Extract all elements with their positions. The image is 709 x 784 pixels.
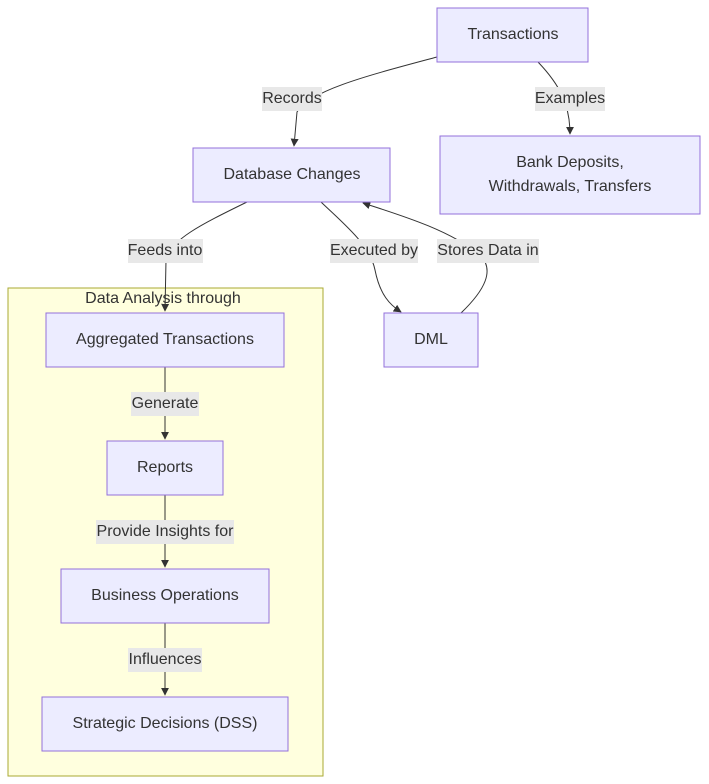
label-feeds-into: Feeds into (128, 239, 203, 263)
label-records: Records (262, 87, 322, 111)
svg-text:Executed by: Executed by (330, 242, 418, 259)
label-executed-by: Executed by (330, 239, 418, 263)
node-strategic-decisions[interactable]: Strategic Decisions (DSS) (41, 696, 289, 752)
node-label: Transactions (468, 26, 559, 43)
node-label: Aggregated Transactions (76, 331, 254, 348)
label-influences: Influences (128, 648, 202, 672)
svg-text:Examples: Examples (535, 90, 605, 107)
svg-text:Records: Records (262, 90, 322, 107)
label-examples: Examples (535, 87, 605, 111)
node-label: Business Operations (91, 587, 239, 604)
edge-executed-by (320, 201, 402, 313)
node-label: Database Changes (224, 166, 361, 183)
node-transactions[interactable]: Transactions (436, 7, 589, 63)
node-database-changes[interactable]: Database Changes (192, 147, 391, 203)
node-dml[interactable]: DML (383, 312, 479, 368)
nodes: Transactions Database Changes Bank Depos… (41, 7, 701, 752)
node-reports[interactable]: Reports (106, 440, 224, 496)
svg-text:Influences: Influences (129, 651, 202, 668)
label-stores-data-in: Stores Data in (437, 239, 539, 263)
node-label: Strategic Decisions (DSS) (73, 715, 258, 732)
node-label-line2: Withdrawals, Transfers (489, 178, 652, 195)
svg-text:Provide Insights for: Provide Insights for (97, 523, 235, 540)
node-label: DML (414, 331, 448, 348)
node-bank-deposits[interactable]: Bank Deposits, Withdrawals, Transfers (439, 135, 701, 215)
svg-text:Generate: Generate (132, 395, 199, 412)
node-aggregated-transactions[interactable]: Aggregated Transactions (45, 312, 285, 368)
label-generate: Generate (131, 392, 199, 416)
node-label-line1: Bank Deposits, (516, 154, 624, 171)
node-label: Reports (137, 459, 193, 476)
svg-text:Stores Data in: Stores Data in (437, 242, 538, 259)
node-business-operations[interactable]: Business Operations (60, 568, 270, 624)
edge-labels: Records Examples Feeds into Executed by … (96, 87, 605, 672)
svg-text:Feeds into: Feeds into (128, 242, 203, 259)
label-provide-insights: Provide Insights for (96, 520, 234, 544)
cluster-title: Data Analysis through (85, 290, 241, 307)
